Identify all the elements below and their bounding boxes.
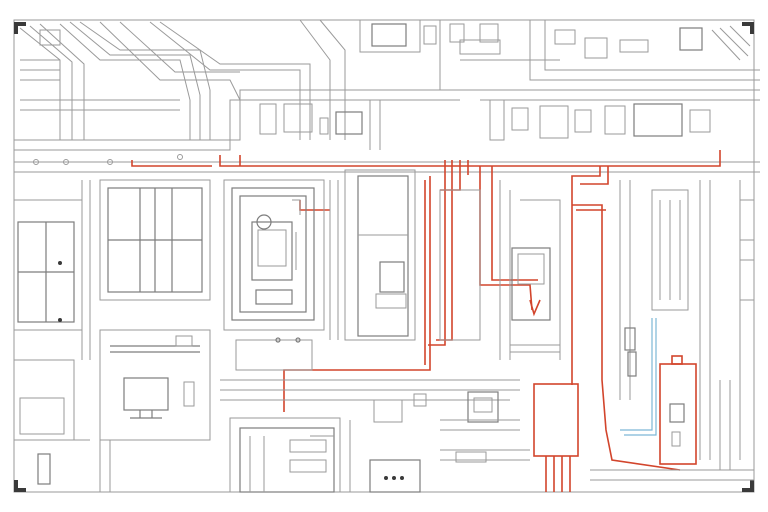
distribution-box	[440, 383, 579, 492]
window-grid-icon	[99, 179, 211, 301]
crop-corner-icon	[14, 22, 754, 492]
main-service-line	[14, 154, 760, 173]
appliance-icon	[223, 179, 325, 331]
right-closet	[619, 180, 755, 460]
upper-corridor-band	[14, 89, 760, 151]
center-tall-room	[329, 169, 416, 341]
bottom-right-lines	[590, 380, 754, 481]
outlet-icon	[369, 459, 421, 493]
center-right-room	[439, 180, 561, 360]
lower-left-room	[13, 329, 211, 492]
left-room-windows	[13, 180, 91, 360]
monitor-icon	[123, 377, 195, 419]
bottom-center-room	[229, 417, 351, 493]
panel-box-icon	[659, 355, 697, 465]
mid-lower-corridor	[220, 337, 520, 431]
top-rooms	[299, 19, 760, 140]
red-wiring-feeder	[131, 150, 721, 471]
plan-outer-frame	[13, 19, 755, 493]
top-left-corridor	[19, 21, 311, 140]
